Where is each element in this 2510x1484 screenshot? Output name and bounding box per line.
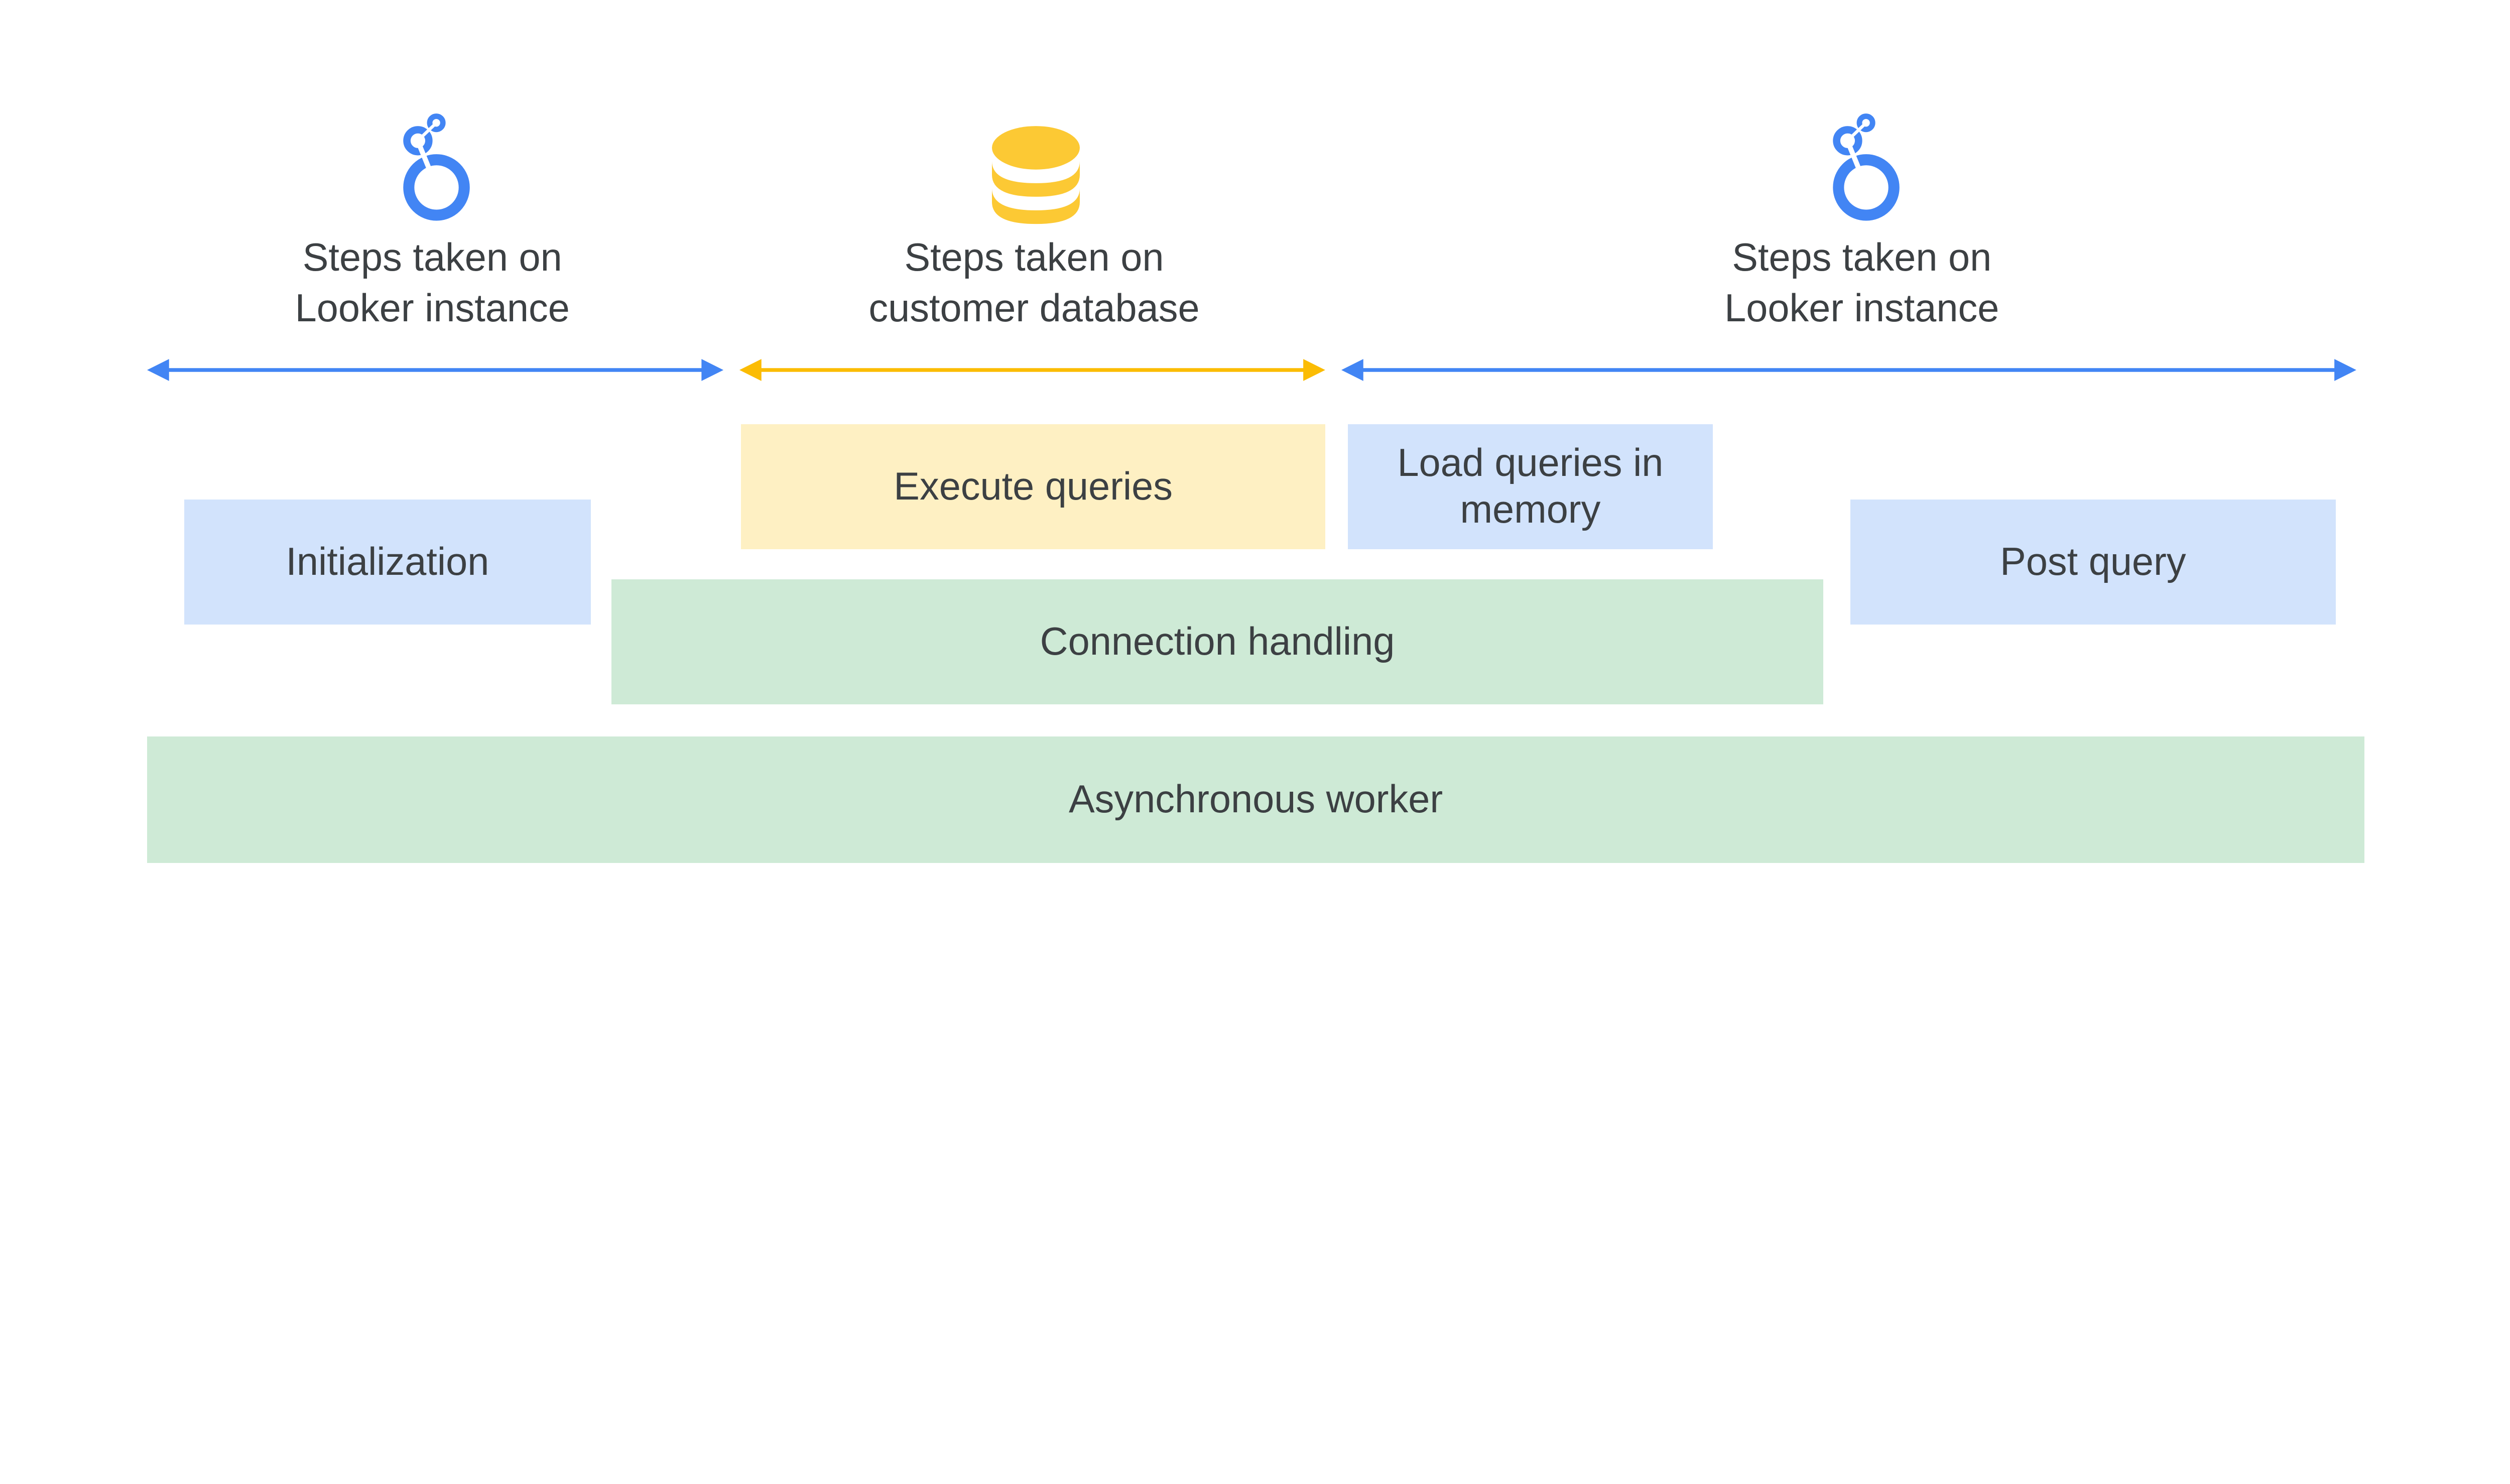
section-heading-looker-2: Steps taken on Looker instance (1642, 232, 2081, 334)
heading-line: Steps taken on (302, 235, 562, 279)
box-label: Post query (2000, 540, 2186, 583)
database-icon (992, 126, 1080, 224)
database-span-arrow (739, 359, 1325, 381)
heading-line: customer database (868, 286, 1200, 330)
looker-span-arrow (147, 359, 724, 381)
heading-line: Looker instance (295, 286, 570, 330)
box-label: Load queries in memory (1397, 441, 1664, 532)
box-label: Execute queries (894, 464, 1173, 508)
execute-queries-box: Execute queries (741, 424, 1325, 549)
looker-logo-icon (1797, 94, 1922, 235)
post-query-box: Post query (1850, 500, 2336, 625)
looker-span-arrow (1341, 359, 2356, 381)
section-heading-looker-1: Steps taken on Looker instance (213, 232, 652, 334)
heading-line: Steps taken on (904, 235, 1164, 279)
heading-line: Looker instance (1724, 286, 1999, 330)
box-label: Asynchronous worker (1068, 777, 1443, 821)
looker-logo-icon (367, 94, 492, 235)
connection-handling-box: Connection handling (611, 579, 1823, 705)
load-queries-box: Load queries in memory (1348, 424, 1713, 549)
initialization-box: Initialization (184, 500, 591, 625)
asynchronous-worker-box: Asynchronous worker (147, 736, 2364, 863)
box-label: Connection handling (1040, 620, 1395, 663)
section-heading-database: Steps taken on customer database (815, 232, 1254, 334)
heading-line: Steps taken on (1732, 235, 1992, 279)
box-label: Initialization (286, 540, 489, 583)
